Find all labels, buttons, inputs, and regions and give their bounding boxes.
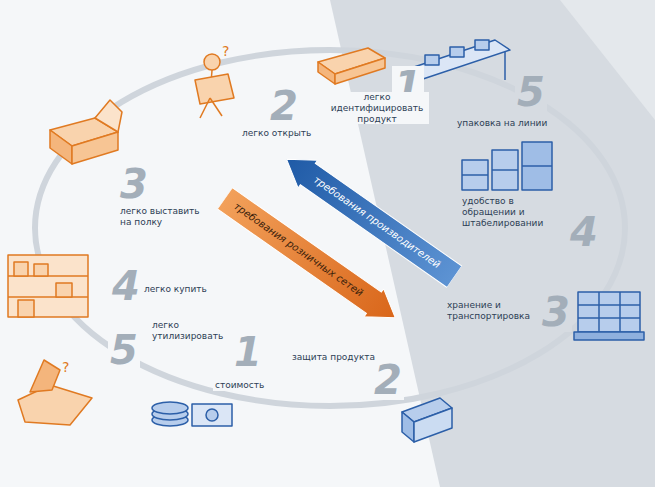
step-label: легко выставить на полку	[118, 206, 210, 228]
step-label: легко открыть	[240, 128, 313, 139]
callout-number: 4	[110, 266, 142, 306]
callout-number: 3	[118, 164, 150, 204]
svg-text:?: ?	[62, 359, 69, 375]
callout-number: 4	[568, 212, 600, 252]
step-label: упаковка на линии	[455, 118, 549, 129]
svg-text:?: ?	[222, 43, 229, 59]
step-label: легко купить	[142, 284, 209, 295]
callout-number: 3	[540, 292, 572, 332]
step-label: удобство в обращении и штабелировании	[460, 196, 564, 228]
step-label: легко идентифицировать продукт	[325, 92, 429, 124]
callout-number: 5	[108, 330, 140, 370]
callout-number: 2	[268, 86, 300, 126]
step-label: хранение и транспортировка	[445, 300, 537, 322]
step-label: стоимость	[213, 380, 266, 391]
callout-number: 1	[232, 332, 264, 372]
callout-number: 2	[372, 360, 404, 400]
step-label: легко утилизировать	[150, 320, 229, 342]
callout-number: 5	[515, 72, 547, 112]
step-label: защита продукта	[290, 352, 377, 363]
